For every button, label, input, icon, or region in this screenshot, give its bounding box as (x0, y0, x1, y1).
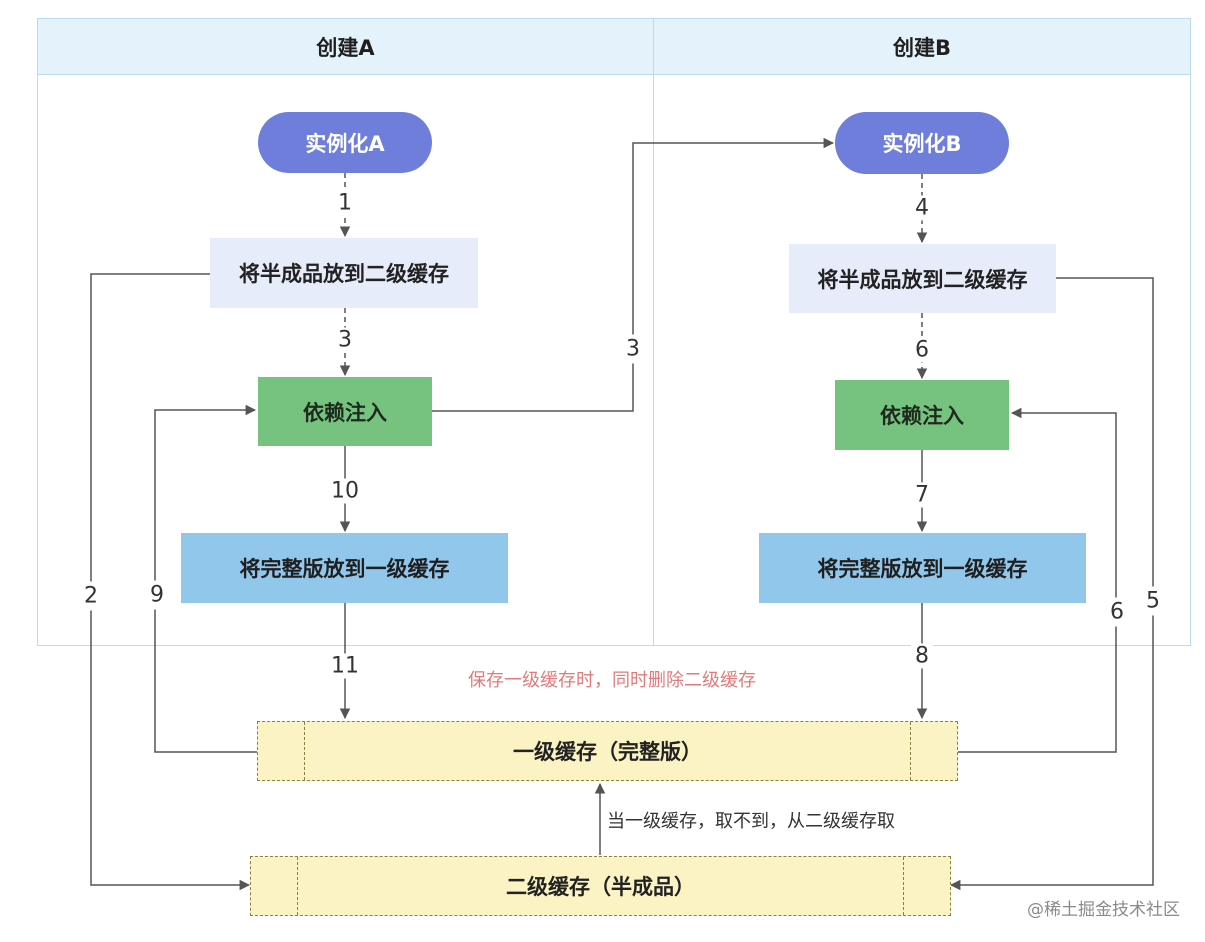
level1-cache: 一级缓存（完整版） (257, 721, 958, 781)
note-fallback: 当一级缓存，取不到，从二级缓存取 (607, 811, 895, 832)
edge-label-6-right: 6 (1108, 597, 1126, 627)
cache-divider-right (903, 857, 904, 915)
node-half-to-l2-b: 将半成品放到二级缓存 (789, 244, 1056, 313)
edge-label-2: 2 (82, 581, 100, 611)
edge-6-right (958, 407, 1117, 753)
note-delete-level2: 保存一级缓存时，同时删除二级缓存 (468, 670, 756, 691)
edge-label-5: 5 (1144, 586, 1162, 616)
node-half-to-l2-a: 将半成品放到二级缓存 (210, 238, 478, 308)
edge-label-4: 4 (911, 195, 933, 221)
edge-label-10: 10 (327, 478, 363, 504)
node-inject-b: 依赖注入 (835, 380, 1009, 450)
edge-label-6-b: 6 (911, 337, 933, 363)
edge-5 (949, 277, 1154, 891)
edge-label-1: 1 (334, 190, 356, 216)
node-full-to-l1-a: 将完整版放到一级缓存 (181, 533, 508, 603)
watermark: @稀土掘金技术社区 (1027, 900, 1180, 920)
swimlane-header-b: 创建B (654, 19, 1190, 75)
level2-cache-label: 二级缓存（半成品） (506, 875, 695, 899)
edge-label-3-a: 3 (334, 327, 356, 353)
edge-label-3-cross: 3 (624, 334, 642, 364)
node-instantiate-a: 实例化A (258, 112, 432, 173)
edge-label-8: 8 (911, 643, 933, 669)
level2-cache: 二级缓存（半成品） (250, 856, 951, 916)
edge-3-cross (432, 137, 835, 412)
swimlane-header-a: 创建A (38, 19, 653, 75)
level1-cache-label: 一级缓存（完整版） (513, 740, 702, 764)
node-inject-a: 依赖注入 (258, 377, 432, 446)
edge-label-9: 9 (148, 580, 166, 610)
edge-2 (90, 273, 251, 891)
node-full-to-l1-b: 将完整版放到一级缓存 (759, 533, 1086, 603)
edge-label-7: 7 (911, 482, 933, 508)
cache-divider-right (910, 722, 911, 780)
cache-divider-left (304, 722, 305, 780)
cache-divider-left (297, 857, 298, 915)
node-instantiate-b: 实例化B (835, 112, 1009, 174)
edge-label-11: 11 (327, 653, 363, 679)
